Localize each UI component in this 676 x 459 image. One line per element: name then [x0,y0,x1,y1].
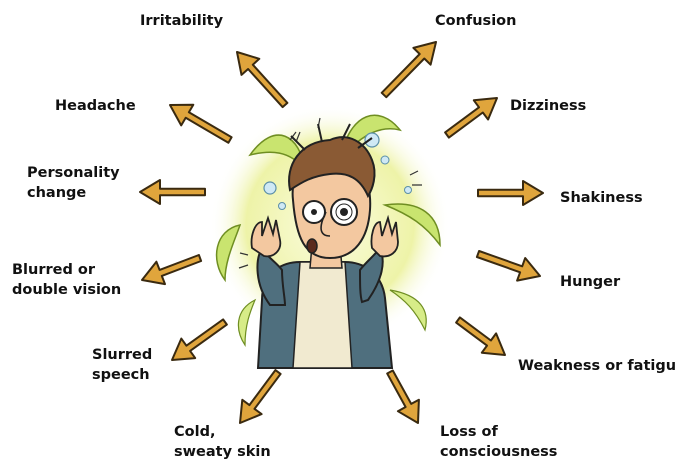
arrow-blurred-vision-icon [142,255,201,284]
label-headache: Headache [55,96,136,116]
arrow-cold-sweaty-skin-icon [240,370,281,423]
arrow-weakness-fatigue-icon [456,317,505,355]
label-personality-change-line-1: Personality [27,163,120,183]
label-slurred-speech-line-1: Slurred [92,345,152,365]
arrow-personality-change-icon [140,180,205,204]
label-personality-change: Personality change [27,163,120,203]
label-weakness-fatigue: Weakness or fatigue [518,356,676,376]
label-blurred-vision-line-1: Blurred or [12,260,121,280]
label-loss-of-consciousness: Loss of consciousness [440,422,557,459]
arrow-irritability-icon [237,52,287,107]
label-cold-sweaty-skin: Cold, sweaty skin [174,422,271,459]
label-dizziness: Dizziness [510,96,586,116]
label-slurred-speech-line-2: speech [92,365,152,385]
label-personality-change-line-2: change [27,183,120,203]
arrow-slurred-speech-icon [172,319,227,360]
label-irritability: Irritability [140,11,223,31]
label-hunger: Hunger [560,272,620,292]
arrow-headache-icon [170,105,232,143]
arrow-dizziness-icon [445,98,497,138]
arrow-confusion-icon [382,42,436,97]
label-confusion: Confusion [435,11,516,31]
label-blurred-vision-line-2: double vision [12,280,121,300]
label-shakiness: Shakiness [560,188,643,208]
arrow-shakiness-icon [478,181,543,205]
label-slurred-speech: Slurred speech [92,345,152,385]
label-loss-of-consciousness-line-2: consciousness [440,442,557,459]
label-cold-sweaty-skin-line-2: sweaty skin [174,442,271,459]
arrow-hunger-icon [477,251,540,281]
arrow-loss-of-consciousness-icon [387,371,419,424]
label-loss-of-consciousness-line-1: Loss of [440,422,557,442]
label-blurred-vision: Blurred or double vision [12,260,121,300]
label-cold-sweaty-skin-line-1: Cold, [174,422,271,442]
